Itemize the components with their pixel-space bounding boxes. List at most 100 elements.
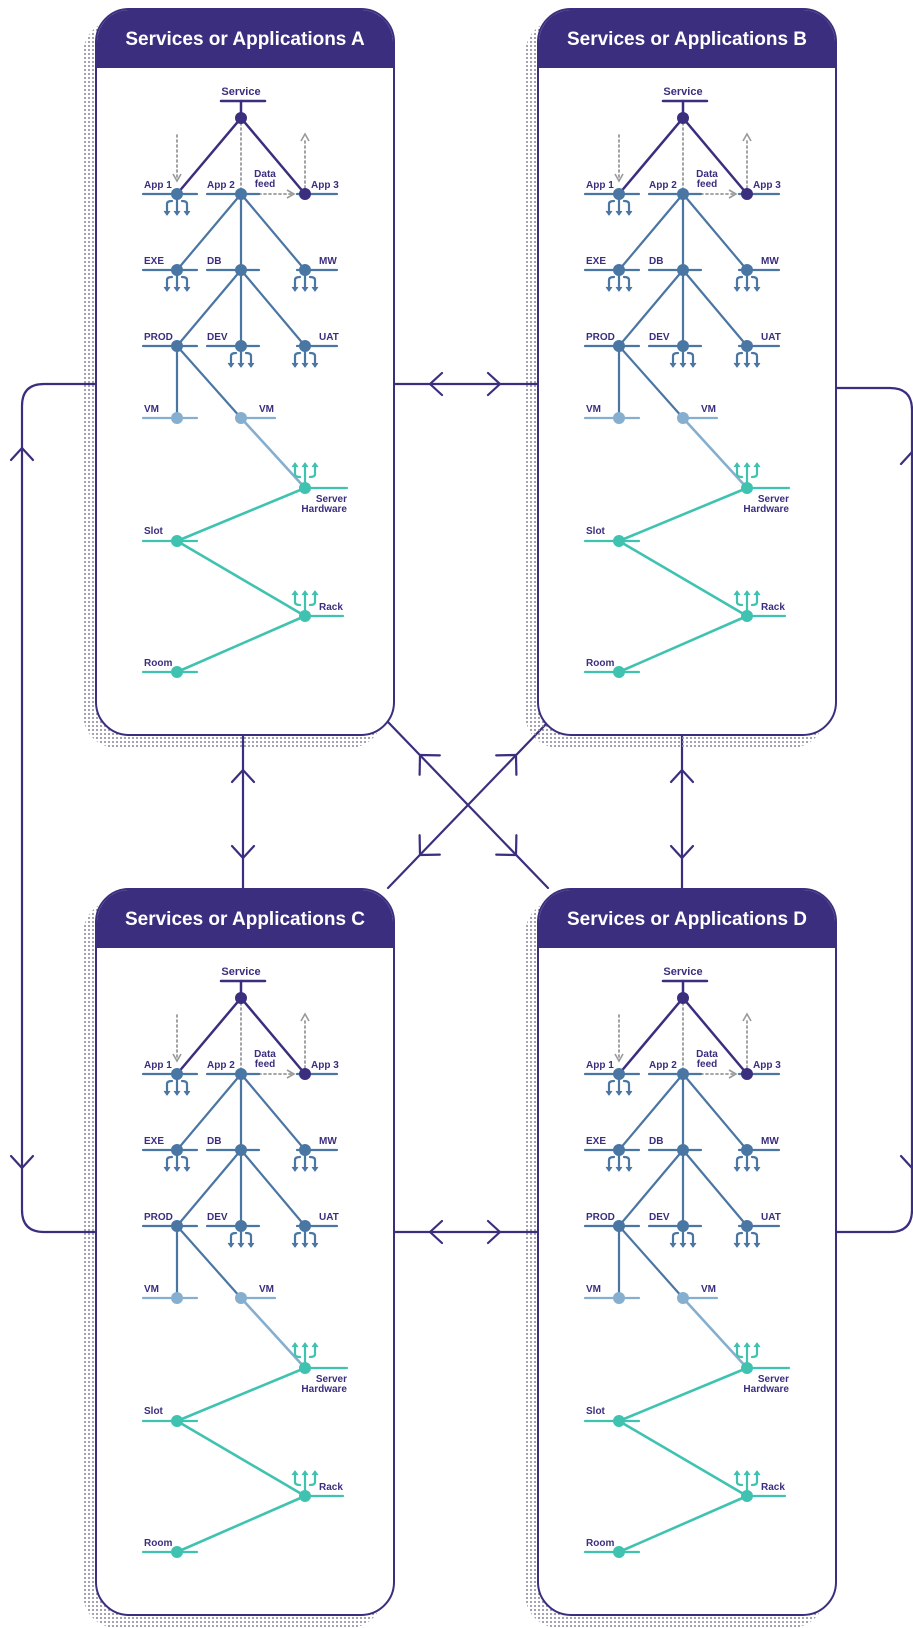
slot-label: Slot — [586, 1406, 606, 1417]
service-label: Service — [663, 966, 702, 978]
fanout-arrowhead — [743, 1470, 751, 1476]
server-label: Hardware — [301, 1384, 347, 1395]
fanout-branch — [180, 1155, 189, 1172]
app1-label: App 1 — [144, 1060, 172, 1071]
fanout-arrowhead — [753, 1166, 761, 1172]
db-node — [235, 1144, 247, 1156]
room-node — [613, 1546, 625, 1558]
fanout-branch — [735, 1342, 744, 1359]
datafeed-label: Data — [254, 1049, 276, 1060]
fanout-icon — [291, 1342, 319, 1366]
uat-label: UAT — [761, 332, 781, 343]
exe-label: EXE — [144, 256, 164, 267]
server-label: Hardware — [743, 1384, 789, 1395]
server-node — [299, 1362, 311, 1374]
app2-node — [235, 1068, 247, 1080]
app2-label: App 2 — [207, 1060, 235, 1071]
dotted-arrowhead — [728, 1069, 738, 1079]
fanout-arrowhead — [291, 362, 299, 368]
fanout-arrowhead — [743, 462, 751, 468]
server-label: Server — [316, 1374, 347, 1385]
vm-label: VM — [586, 404, 601, 415]
tree-edge — [175, 1366, 307, 1423]
prod-label: PROD — [144, 332, 173, 343]
fanout-arrowhead — [733, 590, 741, 596]
fanout-arrowhead — [311, 1470, 319, 1476]
dev-label: DEV — [649, 332, 670, 343]
room-node — [171, 1546, 183, 1558]
fanout-arrowhead — [183, 210, 191, 216]
exe-node — [171, 1144, 183, 1156]
arrowhead — [495, 834, 518, 857]
dotted-arrowhead — [614, 173, 624, 183]
fanout-arrowhead — [311, 590, 319, 596]
room-node — [171, 666, 183, 678]
fanout-branch — [735, 351, 744, 368]
fanout-branch — [735, 1470, 744, 1487]
exe-label: EXE — [586, 256, 606, 267]
fanout-branch — [750, 1342, 759, 1359]
tree-edge — [617, 1148, 685, 1228]
vm-node — [235, 412, 247, 424]
fanout-arrowhead — [237, 362, 245, 368]
tree-edge — [617, 1494, 749, 1554]
fanout-arrowhead — [301, 362, 309, 368]
fanout-arrowhead — [753, 1242, 761, 1248]
fanout-arrowhead — [311, 1342, 319, 1348]
fanout-arrowhead — [733, 462, 741, 468]
dev-label: DEV — [207, 1212, 228, 1223]
mw-node — [741, 1144, 753, 1156]
fanout-arrowhead — [247, 362, 255, 368]
fanout-icon — [605, 1072, 633, 1096]
tree-edge — [239, 116, 307, 196]
rack-label: Rack — [761, 602, 785, 613]
server-node — [741, 1362, 753, 1374]
app2-label: App 2 — [207, 180, 235, 191]
fanout-arrowhead — [743, 1342, 751, 1348]
fanout-arrowhead — [625, 1090, 633, 1096]
fanout-arrowhead — [743, 286, 751, 292]
fanout-arrowhead — [743, 362, 751, 368]
card-title: Services or Applications D — [539, 890, 835, 948]
mw-label: MW — [319, 1136, 337, 1147]
vm-node — [235, 1292, 247, 1304]
datafeed-label: feed — [697, 179, 718, 190]
fanout-branch — [671, 351, 680, 368]
fanout-branch — [308, 1155, 317, 1172]
card-title: Services or Applications B — [539, 10, 835, 68]
fanout-branch — [308, 1342, 317, 1359]
fanout-branch — [735, 275, 744, 292]
fanout-arrowhead — [743, 1242, 751, 1248]
fanout-branch — [622, 1079, 631, 1096]
rack-label: Rack — [319, 1482, 343, 1493]
tree-edge — [617, 614, 749, 674]
fanout-branch — [293, 462, 302, 479]
mw-node — [299, 264, 311, 276]
fanout-branch — [293, 1155, 302, 1172]
fanout-branch — [607, 1079, 616, 1096]
fanout-branch — [293, 1470, 302, 1487]
fanout-branch — [622, 275, 631, 292]
tree-edge — [239, 192, 307, 272]
dotted-arrowhead — [286, 1069, 296, 1079]
arrowhead — [669, 844, 695, 860]
fanout-arrowhead — [173, 1090, 181, 1096]
fanout-arrowhead — [291, 462, 299, 468]
tree-edge — [681, 1296, 749, 1370]
fanout-arrowhead — [689, 1242, 697, 1248]
db-node — [235, 264, 247, 276]
dotted-arrowhead — [300, 1012, 310, 1022]
uat-node — [299, 1220, 311, 1232]
fanout-icon — [733, 1470, 761, 1494]
fanout-branch — [607, 199, 616, 216]
mw-label: MW — [319, 256, 337, 267]
dev-node — [677, 340, 689, 352]
fanout-branch — [293, 275, 302, 292]
arrowhead — [230, 768, 256, 784]
fanout-arrowhead — [291, 1166, 299, 1172]
tree-edge — [239, 416, 307, 490]
tree-edge — [239, 1072, 307, 1152]
arrowhead — [486, 1219, 502, 1245]
